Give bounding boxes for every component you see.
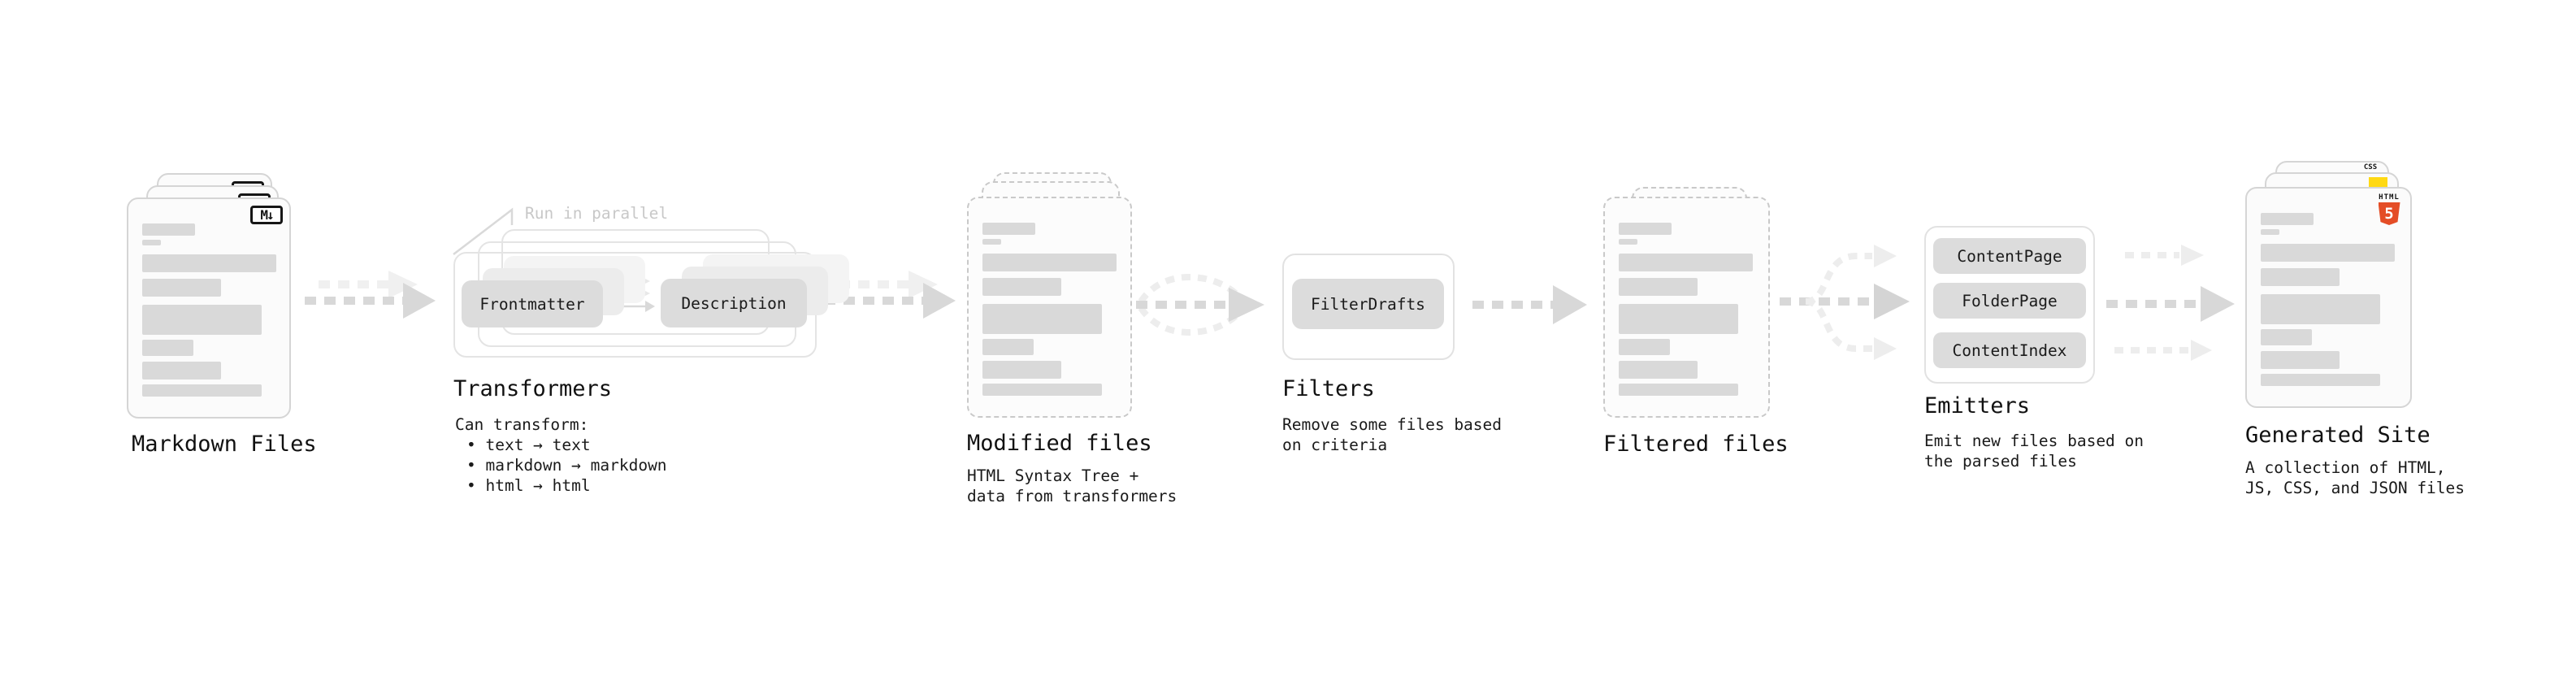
- stage-title-filtered-files: Filtered files: [1603, 432, 1789, 457]
- document-page-front: [967, 197, 1132, 418]
- document-content-lines: [1619, 223, 1753, 396]
- stage-title-emitters: Emitters: [1924, 393, 2031, 419]
- html5-icon: HTML 5: [2376, 193, 2402, 225]
- modified-files-caption: HTML Syntax Tree + data from transformer…: [967, 466, 1177, 506]
- contentindex-button: ContentIndex: [1933, 332, 2086, 368]
- document-page-front: HTML 5: [2245, 187, 2412, 408]
- caption-line: Remove some files based: [1282, 415, 1503, 434]
- document-page-front: [1603, 197, 1770, 418]
- contentpage-button: ContentPage: [1933, 238, 2086, 274]
- document-content-lines: [142, 223, 276, 397]
- caption-line: data from transformers: [967, 487, 1177, 505]
- description-button: Description: [661, 279, 807, 327]
- js-file-icon: [2369, 177, 2387, 188]
- filters-caption: Remove some files based on criteria: [1282, 414, 1502, 455]
- generated-site-caption: A collection of HTML, JS, CSS, and JSON …: [2245, 458, 2465, 498]
- document-content-lines: [2261, 213, 2395, 386]
- stage-title-filters: Filters: [1282, 376, 1375, 401]
- caption-line: JS, CSS, and JSON files: [2245, 479, 2465, 497]
- arrow-modified-to-filters: [1136, 273, 1264, 336]
- stage-title-transformers: Transformers: [453, 376, 613, 401]
- document-page-front: M↓: [127, 197, 291, 419]
- arrow-emitters-to-site: [2106, 245, 2235, 361]
- emitters-caption: Emit new files based on the parsed files: [1924, 431, 2144, 471]
- arrow-filters-to-filtered: [1472, 285, 1587, 324]
- markdown-icon: M↓: [250, 206, 283, 224]
- caption-line: A collection of HTML,: [2245, 458, 2446, 477]
- stage-title-markdown-files: Markdown Files: [132, 432, 317, 457]
- arrow-transformers-to-modified: [824, 271, 956, 319]
- caption-bullet: markdown → markdown: [455, 455, 666, 475]
- arrow-markdown-to-transformers: [305, 271, 436, 319]
- note-leader-line: [453, 207, 514, 255]
- caption-line: Can transform:: [455, 415, 589, 434]
- caption-line: on criteria: [1282, 436, 1388, 454]
- folderpage-button: FolderPage: [1933, 283, 2086, 319]
- frontmatter-button: Frontmatter: [462, 280, 603, 327]
- transformers-caption: Can transform: text → text markdown → ma…: [455, 414, 667, 496]
- document-content-lines: [982, 223, 1117, 396]
- caption-bullet: html → html: [455, 475, 667, 496]
- stage-title-modified-files: Modified files: [967, 431, 1152, 456]
- arrow-filtered-to-emitters: [1780, 245, 1910, 360]
- caption-line: the parsed files: [1924, 452, 2077, 471]
- caption-bullet: text → text: [455, 435, 667, 455]
- run-in-parallel-note: Run in parallel: [525, 204, 669, 223]
- caption-line: HTML Syntax Tree +: [967, 466, 1139, 485]
- filterdrafts-button: FilterDrafts: [1292, 279, 1444, 329]
- stage-title-generated-site: Generated Site: [2245, 423, 2431, 448]
- caption-line: Emit new files based on: [1924, 432, 2144, 450]
